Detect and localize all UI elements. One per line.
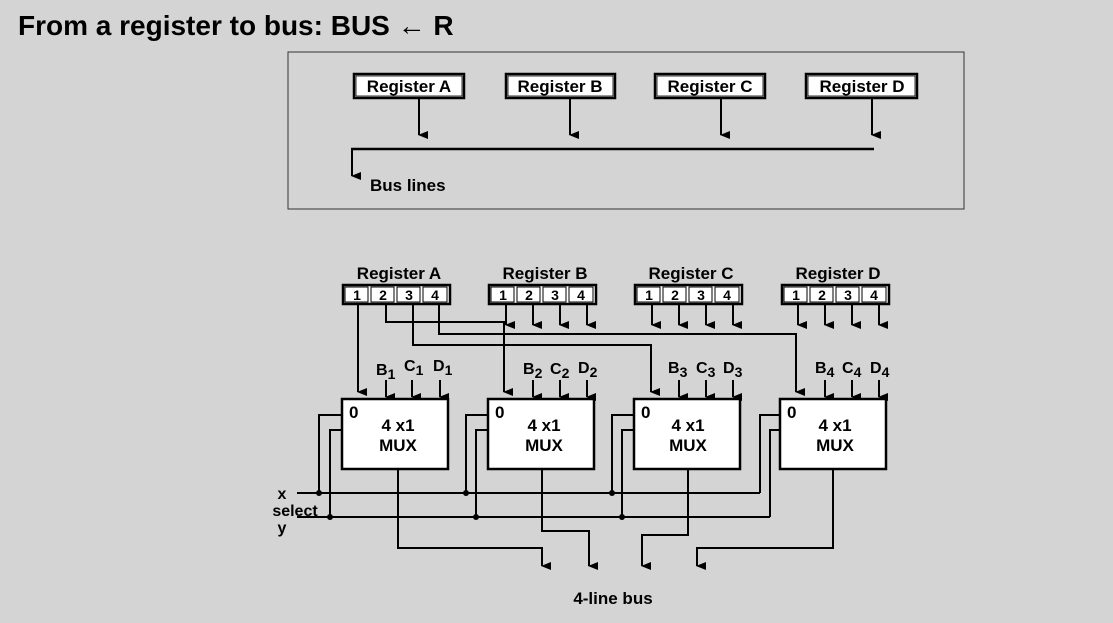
top-register-d-label: Register D bbox=[819, 77, 904, 96]
mux-3-in-b: B3 bbox=[668, 360, 688, 380]
mux-2-zero: 0 bbox=[495, 403, 504, 422]
reg-c-cell-1: 1 bbox=[645, 287, 653, 303]
title-arrow: ← bbox=[397, 10, 426, 41]
bottom-register-b-label: Register B bbox=[502, 264, 587, 283]
mux-4-zero: 0 bbox=[787, 403, 796, 422]
reg-d-cell-4: 4 bbox=[870, 287, 878, 303]
bottom-register-c-label: Register C bbox=[648, 264, 733, 283]
mux-1-input-labels: B1 C1 D1 bbox=[376, 358, 453, 382]
mux-2-in-d: D2 bbox=[578, 360, 598, 380]
mux-4: 0 4 x1 MUX bbox=[778, 397, 888, 471]
reg-c-cell-3: 3 bbox=[697, 287, 705, 303]
top-wires bbox=[351, 98, 881, 180]
mux-1: 0 4 x1 MUX bbox=[340, 397, 450, 471]
top-register-b: Register B bbox=[504, 72, 617, 100]
reg-c-cell-4: 4 bbox=[723, 287, 731, 303]
mux-2-size: 4 x1 bbox=[527, 416, 560, 435]
mux-3-size: 4 x1 bbox=[671, 416, 704, 435]
reg-b-cell-3: 3 bbox=[551, 287, 559, 303]
top-register-a-label: Register A bbox=[367, 77, 451, 96]
top-register-d: Register D bbox=[804, 72, 919, 100]
bottom-register-d-cells: 1 2 3 4 bbox=[780, 283, 891, 306]
reg-a-cell-2: 2 bbox=[379, 287, 387, 303]
top-register-c-label: Register C bbox=[667, 77, 752, 96]
top-register-c: Register C bbox=[653, 72, 767, 100]
top-register-b-label: Register B bbox=[517, 77, 602, 96]
mux-3-zero: 0 bbox=[641, 403, 650, 422]
top-register-a: Register A bbox=[352, 72, 466, 100]
reg-d-cell-2: 2 bbox=[818, 287, 826, 303]
reg-a-cell-4: 4 bbox=[431, 287, 439, 303]
mux-3: 0 4 x1 MUX bbox=[632, 397, 742, 471]
mux-2-name: MUX bbox=[525, 436, 563, 455]
top-bus-label: Bus lines bbox=[370, 176, 446, 195]
mux-3-in-d: D3 bbox=[723, 360, 743, 380]
mux-1-in-d: D1 bbox=[433, 358, 453, 378]
bottom-register-d-label: Register D bbox=[795, 264, 880, 283]
reg-d-cell-3: 3 bbox=[844, 287, 852, 303]
mux-2-in-b: B2 bbox=[523, 361, 543, 381]
reg-b-cell-1: 1 bbox=[499, 287, 507, 303]
mux-4-in-d: D4 bbox=[870, 360, 890, 380]
mux-1-name: MUX bbox=[379, 436, 417, 455]
mux-2-input-labels: B2 C2 D2 bbox=[523, 360, 598, 381]
mux-2-in-c: C2 bbox=[550, 361, 570, 381]
mux-input-arrows bbox=[385, 380, 888, 401]
select-junctions bbox=[316, 490, 625, 520]
reg-output-arrows bbox=[505, 304, 888, 329]
bottom-register-c-cells: 1 2 3 4 bbox=[633, 283, 744, 306]
mux-4-name: MUX bbox=[816, 436, 854, 455]
mux-1-size: 4 x1 bbox=[381, 416, 414, 435]
reg-a-cell-3: 3 bbox=[405, 287, 413, 303]
mux-1-zero: 0 bbox=[349, 403, 358, 422]
mux-4-size: 4 x1 bbox=[818, 416, 851, 435]
select-x-label: x bbox=[278, 486, 287, 503]
title-suffix: R bbox=[433, 10, 454, 41]
bus-output-wires bbox=[397, 469, 834, 570]
mux-4-input-labels: B4 C4 D4 bbox=[815, 360, 890, 380]
reg-d-cell-1: 1 bbox=[792, 287, 800, 303]
page-title: From a register to bus: BUS ← R bbox=[18, 10, 454, 42]
top-frame bbox=[287, 51, 965, 210]
mux-1-in-b: B1 bbox=[376, 362, 396, 382]
mux-3-in-c: C3 bbox=[696, 360, 716, 380]
mux-3-name: MUX bbox=[669, 436, 707, 455]
reg-b-cell-4: 4 bbox=[577, 287, 585, 303]
select-lines bbox=[297, 414, 780, 518]
reg-a-cell-1: 1 bbox=[353, 287, 361, 303]
select-y-label: y bbox=[278, 520, 287, 537]
mux-3-input-labels: B3 C3 D3 bbox=[668, 360, 743, 380]
bottom-register-b-cells: 1 2 3 4 bbox=[487, 283, 598, 306]
mux-2: 0 4 x1 MUX bbox=[486, 397, 596, 471]
bottom-register-a-label: Register A bbox=[357, 264, 441, 283]
mux-1-in-c: C1 bbox=[404, 358, 424, 378]
title-prefix: From a register to bus: BUS bbox=[18, 10, 390, 41]
mux-4-in-b: B4 bbox=[815, 360, 835, 380]
mux-4-in-c: C4 bbox=[842, 360, 862, 380]
select-label: select bbox=[272, 503, 318, 520]
four-line-bus-label: 4-line bus bbox=[573, 589, 652, 608]
reg-a-bit-wires bbox=[357, 304, 805, 396]
reg-c-cell-2: 2 bbox=[671, 287, 679, 303]
reg-b-cell-2: 2 bbox=[525, 287, 533, 303]
bottom-register-a-cells: 1 2 3 4 bbox=[341, 283, 452, 306]
